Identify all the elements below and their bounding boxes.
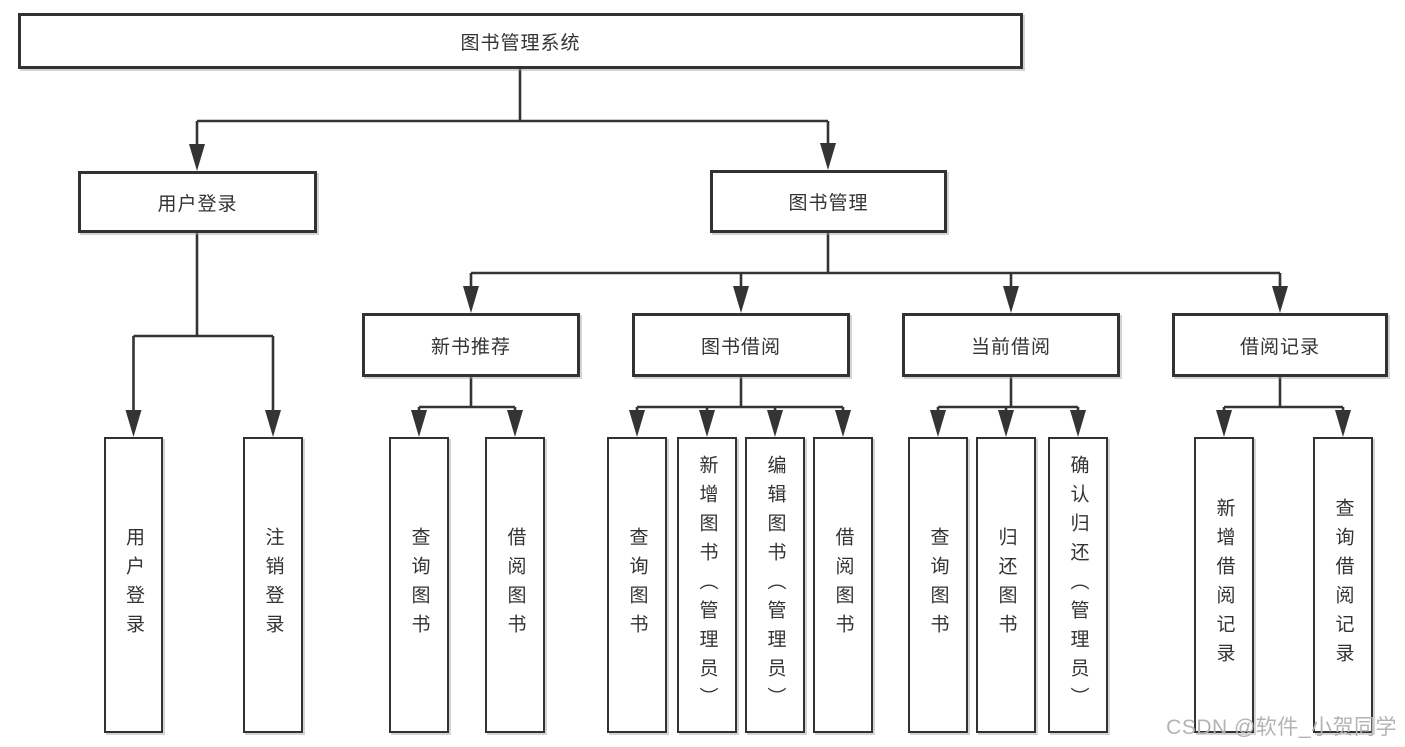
leaf-query-books-3: 查询图书 (908, 437, 968, 733)
leaf-query-books-1: 查询图书 (389, 437, 449, 733)
leaf-user-login-label: 用户登录 (123, 527, 144, 643)
node-new-book-recommend: 新书推荐 (362, 313, 580, 377)
node-library-system: 图书管理系统 (18, 13, 1023, 69)
leaf-return-books: 归还图书 (976, 437, 1036, 733)
node-current-borrow-label: 当前借阅 (970, 336, 1051, 358)
leaf-edit-books-admin: 编辑图书（管理员） (745, 437, 805, 733)
leaf-add-borrow-record: 新增借阅记录 (1194, 437, 1254, 733)
csdn-watermark: CSDN @软件_小贺同学 (1166, 716, 1397, 739)
leaf-edit-books-admin-label: 编辑图书（管理员） (764, 454, 786, 716)
leaf-add-books-admin: 新增图书（管理员） (677, 437, 737, 733)
leaf-user-login: 用户登录 (104, 437, 163, 733)
leaf-borrow-books-1-label: 借阅图书 (504, 527, 526, 643)
leaf-add-books-admin-label: 新增图书（管理员） (696, 454, 718, 716)
node-user-login: 用户登录 (78, 171, 317, 233)
leaf-add-borrow-record-label: 新增借阅记录 (1213, 498, 1235, 672)
leaf-query-books-3-label: 查询图书 (927, 527, 949, 643)
leaf-borrow-books-2-label: 借阅图书 (832, 527, 854, 643)
node-book-borrow: 图书借阅 (632, 313, 850, 377)
leaf-query-borrow-record: 查询借阅记录 (1313, 437, 1373, 733)
node-new-book-recommend-label: 新书推荐 (430, 336, 511, 358)
leaf-query-books-2: 查询图书 (607, 437, 667, 733)
node-current-borrow: 当前借阅 (902, 313, 1120, 377)
node-book-borrow-label: 图书借阅 (700, 336, 781, 358)
node-book-management: 图书管理 (710, 170, 947, 233)
node-book-management-label: 图书管理 (788, 193, 869, 214)
node-library-system-label: 图书管理系统 (460, 32, 581, 54)
leaf-query-books-1-label: 查询图书 (408, 527, 430, 643)
leaf-borrow-books-1: 借阅图书 (485, 437, 545, 733)
node-borrow-records-label: 借阅记录 (1239, 336, 1320, 358)
leaf-confirm-return-admin-label: 确认归还（管理员） (1067, 454, 1089, 716)
leaf-logout: 注销登录 (243, 437, 303, 733)
leaf-confirm-return-admin: 确认归还（管理员） (1048, 437, 1108, 733)
leaf-borrow-books-2: 借阅图书 (813, 437, 873, 733)
leaf-logout-label: 注销登录 (262, 527, 284, 643)
leaf-return-books-label: 归还图书 (995, 527, 1017, 643)
leaf-query-borrow-record-label: 查询借阅记录 (1332, 498, 1354, 672)
node-borrow-records: 借阅记录 (1172, 313, 1388, 377)
node-user-login-label: 用户登录 (157, 193, 238, 215)
leaf-query-books-2-label: 查询图书 (626, 527, 648, 643)
